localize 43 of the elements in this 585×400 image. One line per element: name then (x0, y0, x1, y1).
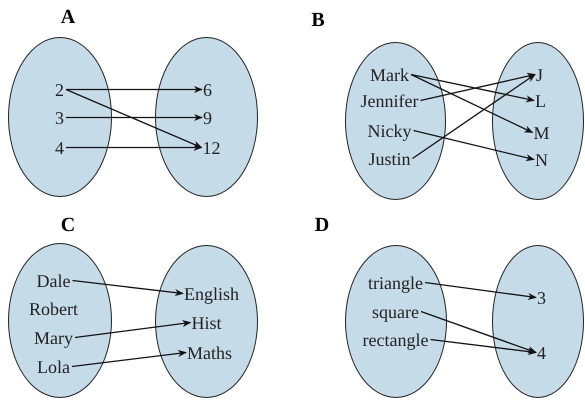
arrow (72, 350, 187, 368)
set-element: Nicky (368, 120, 412, 140)
set-element: Robert (29, 298, 78, 318)
set-element: triangle (368, 272, 423, 292)
arrow (424, 282, 537, 300)
set-element: rectangle (362, 330, 428, 350)
arrow (410, 74, 534, 134)
set-element: Dale (36, 270, 70, 290)
set-element: M (534, 122, 550, 142)
panel-letter: D (314, 214, 330, 236)
arrow (72, 280, 184, 296)
arrow (66, 114, 203, 122)
arrow (66, 144, 202, 152)
set-element: J (536, 64, 543, 84)
arrow (420, 310, 537, 354)
set-element: Mary (34, 328, 73, 348)
set-element: 2 (55, 80, 64, 100)
set-element: 4 (55, 138, 64, 158)
set-element: Mark (370, 64, 409, 84)
set-element: Lola (37, 356, 70, 376)
set-element: N (535, 150, 548, 170)
set-element: 12 (202, 138, 220, 158)
arrow (66, 88, 202, 148)
arrow (413, 130, 535, 162)
set-element: English (184, 284, 239, 304)
arrow (66, 86, 203, 94)
set-element: Jennifer (360, 90, 418, 110)
panel-letter: A (60, 6, 76, 28)
set-element: 4 (537, 342, 546, 362)
set-element: 3 (55, 108, 64, 128)
set-element: 6 (203, 80, 212, 100)
arrow (412, 74, 536, 160)
arrow (74, 320, 192, 338)
arrow (430, 338, 537, 356)
set-element: square (372, 302, 419, 322)
set-element: 9 (203, 108, 212, 128)
set-element: Hist (192, 312, 222, 332)
set-element: Maths (187, 342, 232, 362)
set-element: Justin (368, 148, 410, 168)
panel-letter: C (60, 214, 76, 236)
panel-letter: B (311, 9, 325, 31)
set-element: L (535, 90, 546, 110)
set-element: 3 (537, 288, 546, 308)
